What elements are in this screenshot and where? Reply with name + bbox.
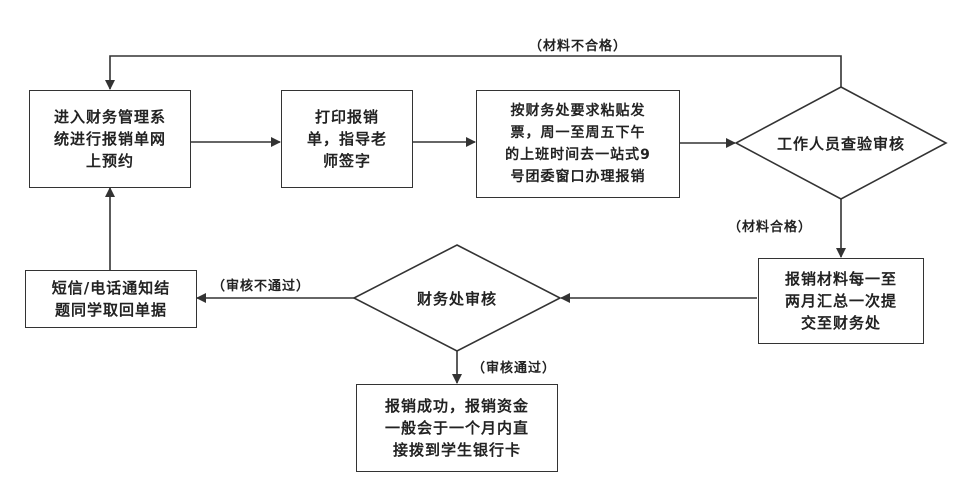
edge-label-materials-pass: （材料合格） bbox=[728, 220, 813, 235]
arrow-fail-loop bbox=[105, 55, 842, 90]
edge-label-review-pass: （审核通过） bbox=[472, 361, 557, 376]
node-monthly-submit: 报销材料每一至 两月汇总一次提 交至财务处 bbox=[758, 258, 924, 344]
node-finance-review: 财务处审核 bbox=[416, 289, 497, 308]
edge-label-materials-fail: （材料不合格） bbox=[529, 39, 628, 54]
node-paste-invoice: 按财务处要求粘贴发 票，周一至周五下午 的上班时间去一站式9 号团委窗口办理报销 bbox=[476, 90, 680, 198]
node-success: 报销成功，报销资金 一般会于一个月内直 接拨到学生银行卡 bbox=[356, 384, 558, 472]
node-staff-review: 工作人员查验审核 bbox=[776, 134, 905, 153]
node-enter-system: 进入财务管理系 统进行报销单网 上预约 bbox=[29, 90, 191, 188]
node-print-form: 打印报销 单，指导老 师签字 bbox=[281, 90, 413, 188]
edge-label-review-fail: （审核不通过） bbox=[212, 279, 311, 294]
node-notify-student: 短信/电话通知结 题同学取回单据 bbox=[25, 270, 197, 328]
